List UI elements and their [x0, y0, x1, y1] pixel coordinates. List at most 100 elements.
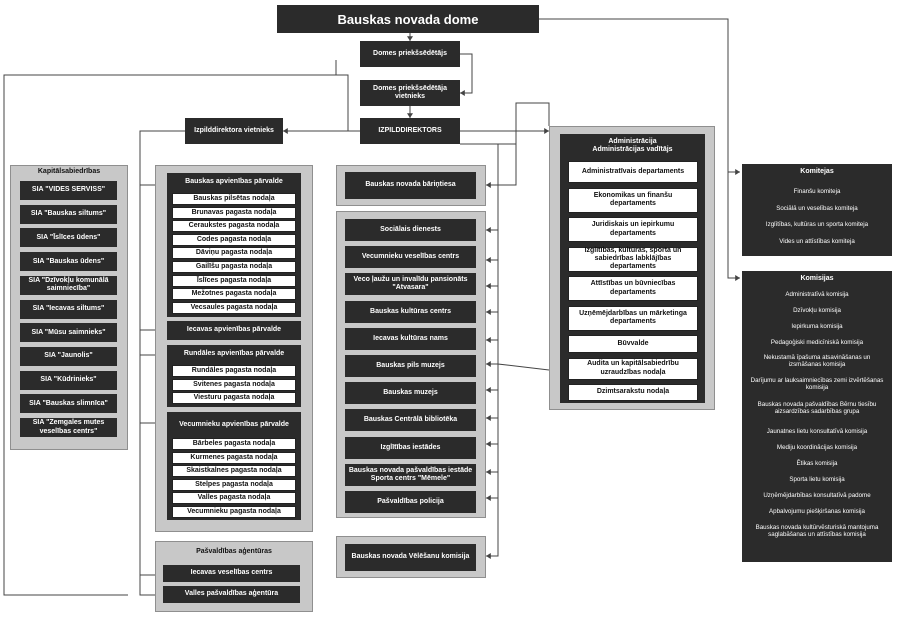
- institution-item: Bauskas Centrālā bibliotēka: [345, 409, 476, 432]
- vecumnieki-parish-item: Vecumnieku pagasta nodaļa: [172, 506, 296, 518]
- election-commission-box: Bauskas novada Vēlēšanu komisija: [345, 544, 476, 571]
- rundale-parish-item: Viesturu pagasta nodaļa: [172, 392, 296, 405]
- administration-department: Būvvalde: [568, 335, 698, 353]
- company-item: SIA "Iecavas siltums": [20, 299, 117, 319]
- vice-chair-box: Domes priekšsēdētāja vietnieks: [360, 80, 460, 106]
- bauska-parish-item: Mežotnes pagasta nodaļa: [172, 288, 296, 301]
- arrow-head: [486, 553, 491, 559]
- company-item: SIA "Zemgales mutes veselības centrs": [20, 418, 117, 437]
- vecumnieki-parish-item: Stelpes pagasta nodaļa: [172, 478, 296, 491]
- institution-item: Bauskas kultūras centrs: [345, 300, 476, 323]
- administration-department: Audita un kapitālsabiedrību uzraudzības …: [568, 357, 698, 380]
- bauska-parish-item: Vecsaules pagasta nodaļa: [172, 301, 296, 314]
- administration-department: Attīstības un būvniecības departaments: [568, 276, 698, 301]
- arrow-head: [486, 361, 491, 367]
- arrow-head: [486, 441, 491, 447]
- bauska-parish-item: Gailīšu pagasta nodaļa: [172, 261, 296, 273]
- commission-item: Pedagoģiski medicīniskā komisija: [770, 339, 864, 346]
- arrow-head: [486, 495, 491, 501]
- arrow-head: [486, 309, 491, 315]
- bauska-parish-item: Bauskas pilsētas nodaļa: [172, 193, 296, 205]
- institution-item: Vecumnieku veselības centrs: [345, 246, 476, 269]
- companies-title: Kapitālsabiedrības: [37, 168, 101, 175]
- company-item: SIA "Bauskas siltums": [20, 204, 117, 224]
- committee-item: Izglītības, kultūras un sporta komiteja: [765, 221, 869, 228]
- bauska-parish-item: Dāviņu pagasta nodaļa: [172, 247, 296, 260]
- executive-director-box: IZPILDDIREKTORS: [360, 118, 460, 144]
- institution-item: Bauskas novada pašvaldības iestāde Sport…: [345, 463, 476, 486]
- root-title: Bauskas novada dome: [277, 5, 539, 33]
- arrow-head: [486, 283, 491, 289]
- vecumnieki-parish-item: Kurmenes pagasta nodaļa: [172, 451, 296, 464]
- institution-item: Pašvaldības policija: [345, 491, 476, 513]
- agency-item: Valles pašvaldības aģentūra: [163, 586, 300, 603]
- connector-line: [3, 74, 360, 596]
- commission-item: Darījumu ar lauksaimniecības zemi izvērt…: [750, 377, 884, 392]
- administration-department: Izglītības, kultūras, sporta un sabiedrī…: [568, 246, 698, 272]
- arrow-head: [460, 90, 465, 96]
- arrow-head: [486, 415, 491, 421]
- commission-item: Bauskas novada pašvaldības Bērnu tiesību…: [757, 401, 877, 416]
- bauska-parish-item: Codes pagasta nodaļa: [172, 233, 296, 246]
- arrow-head: [486, 387, 491, 393]
- agencies-title: Pašvaldības aģentūras: [196, 548, 272, 555]
- administration-department: Dzimtsarakstu nodaļa: [568, 384, 698, 401]
- commission-item: Sporta lietu komisija: [789, 476, 845, 483]
- arrow-head: [735, 169, 740, 175]
- commission-item: Iepirkuma komisija: [791, 323, 843, 330]
- commission-item: Apbalvojumu piešķiršanas komisija: [769, 508, 865, 515]
- commission-item: Bauskas novada kultūrvēsturiskā mantojum…: [755, 524, 879, 539]
- deputy-executive-director-box: Izpilddirektora vietnieks: [185, 118, 283, 144]
- arrow-head: [407, 113, 413, 118]
- iecava-admin-box: Iecavas apvienības pārvalde: [167, 321, 301, 340]
- administration-title: Administrācija Administrācijas vadītājs: [592, 137, 673, 153]
- institution-item: Veco ļaužu un invalīdu pansionāts "Atvas…: [345, 273, 476, 296]
- company-item: SIA "Bauskas ūdens": [20, 252, 117, 272]
- company-item: SIA "Mūsu saimnieks": [20, 323, 117, 343]
- bauska-parish-item: Brunavas pagasta nodaļa: [172, 206, 296, 219]
- commission-item: Jaunatnes lietu konsultatīvā komisija: [766, 428, 868, 435]
- connector-line: [486, 364, 499, 557]
- commission-item: Dzīvokļu komisija: [793, 307, 841, 314]
- committee-item: Sociālā un veselības komiteja: [776, 204, 858, 212]
- committee-item: Finanšu komiteja: [793, 188, 841, 195]
- company-item: SIA "Bauskas slimnīca": [20, 394, 117, 414]
- commission-item: Uzņēmējdarbības konsultatīvā padome: [763, 492, 871, 499]
- committee-item: Vides un attīstības komiteja: [779, 237, 855, 245]
- arrow-head: [735, 275, 740, 281]
- connector-line: [539, 18, 740, 173]
- administration-department: Uzņēmējdarbības un mārketinga departamen…: [568, 305, 698, 331]
- institution-item: Sociālais dienests: [345, 219, 476, 241]
- company-item: SIA "Dzīvokļu komunālā saimniecība": [20, 275, 117, 295]
- arrow-head: [486, 257, 491, 263]
- arrow-head: [407, 36, 413, 41]
- administration-department: Administratīvais departaments: [568, 161, 698, 183]
- vecumnieki-parish-item: Valles pagasta nodaļa: [172, 492, 296, 505]
- orphans-court-box: Bauskas novada bāriņtiesa: [345, 172, 476, 199]
- bauska-admin-title: Bauskas apvienības pārvalde: [185, 177, 283, 185]
- connector-line: [139, 575, 161, 596]
- institution-item: Bauskas muzejs: [345, 382, 476, 405]
- rundale-parish-item: Rundāles pagasta nodaļa: [172, 365, 296, 377]
- administration-department: Ekonomikas un finanšu departaments: [568, 187, 698, 213]
- connector-line: [486, 144, 517, 186]
- arrow-head: [486, 227, 491, 233]
- company-item: SIA "Īslīces ūdens": [20, 228, 117, 248]
- agency-item: Iecavas veselības centrs: [163, 565, 300, 582]
- bauska-parish-item: Ceraukstes pagasta nodaļa: [172, 220, 296, 233]
- institution-item: Iecavas kultūras nams: [345, 327, 476, 350]
- company-item: SIA "VIDES SERVISS": [20, 181, 117, 200]
- rundale-parish-item: Svitenes pagasta nodaļa: [172, 378, 296, 391]
- company-item: SIA "Jaunolis": [20, 346, 117, 366]
- commissions-title: Komisijas: [800, 274, 834, 282]
- connector-line: [727, 172, 740, 279]
- vecumnieki-admin-title: Vecumnieku apvienības pārvalde: [179, 420, 289, 428]
- institution-item: Izglītības iestādes: [345, 436, 476, 459]
- administration-department: Juridiskais un iepirkumu departaments: [568, 217, 698, 242]
- vecumnieki-parish-item: Skaistkalnes pagasta nodaļa: [172, 465, 296, 478]
- arrow-head: [486, 182, 491, 188]
- connector-line: [460, 53, 473, 94]
- commission-item: Mediju koordinācijas komisija: [776, 444, 858, 451]
- connector-line: [497, 144, 550, 371]
- chair-box: Domes priekšsēdētājs: [360, 41, 460, 67]
